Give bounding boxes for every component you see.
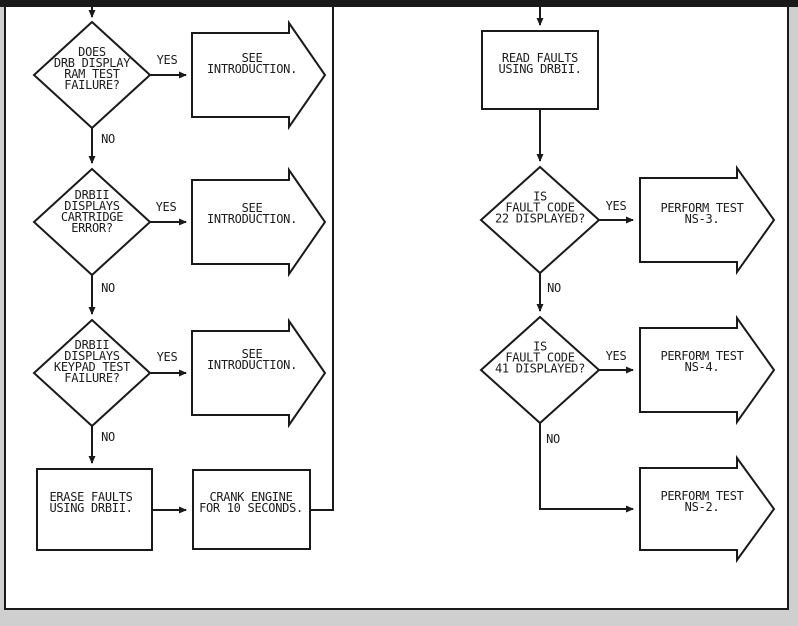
decision-code41-diamond [479, 315, 601, 425]
branch-label-yes-code22: YES [605, 199, 627, 213]
node-label-decision-cartridge: DRBII DISPLAYS CARTRIDGE ERROR? [60, 188, 124, 235]
perform-ns4-arrow [639, 314, 776, 426]
crank-engine-box [192, 469, 311, 550]
node-label-see-introduction-2: SEE INTRODUCTION. [206, 201, 298, 226]
perform-ns3-arrow [639, 164, 776, 276]
node-label-see-introduction-1: SEE INTRODUCTION. [206, 51, 298, 76]
decision-ram-diamond [32, 20, 152, 130]
node-label-decision-ram: DOES DRB DISPLAY RAM TEST FAILURE? [53, 45, 131, 92]
node-label-decision-keypad: DRBII DISPLAYS KEYPAD TEST FAILURE? [53, 338, 131, 385]
node-label-perform-ns4: PERFORM TEST NS-4. [660, 349, 744, 374]
branch-label-no-ram: NO [101, 132, 115, 146]
node-label-perform-ns3: PERFORM TEST NS-3. [660, 201, 744, 226]
connector-crank-feedback [310, 7, 334, 511]
branch-label-no-code41: NO [546, 432, 560, 446]
branch-label-yes-cartridge: YES [155, 200, 177, 214]
see-introduction-arrow-3 [191, 317, 327, 429]
decision-keypad-diamond [32, 318, 152, 428]
perform-ns2-arrow [639, 454, 776, 564]
see-introduction-arrow-2 [191, 166, 327, 278]
branch-label-yes-code41: YES [605, 349, 627, 363]
decision-code22-diamond [479, 165, 601, 275]
node-label-see-introduction-3: SEE INTRODUCTION. [206, 347, 298, 372]
see-introduction-arrow-1 [191, 19, 327, 131]
page-top-edge [0, 0, 798, 7]
branch-label-no-cartridge: NO [101, 281, 115, 295]
branch-label-yes-ram: YES [156, 53, 178, 67]
decision-cartridge-diamond [32, 167, 152, 277]
node-label-decision-fault-22: IS FAULT CODE 22 DISPLAYED? [494, 189, 586, 226]
connector-no-code41-to-ns2 [539, 423, 634, 513]
read-faults-box [481, 30, 599, 110]
node-label-crank-engine: CRANK ENGINE FOR 10 SECONDS. [199, 490, 303, 515]
node-label-erase-faults: ERASE FAULTS USING DRBII. [49, 490, 133, 515]
branch-label-no-keypad: NO [101, 430, 115, 444]
branch-label-yes-keypad: YES [156, 350, 178, 364]
node-label-decision-fault-41: IS FAULT CODE 41 DISPLAYED? [494, 339, 586, 376]
node-label-read-faults: READ FAULTS USING DRBII. [498, 51, 582, 76]
node-label-perform-ns2: PERFORM TEST NS-2. [660, 489, 744, 514]
branch-label-no-code22: NO [547, 281, 561, 295]
erase-faults-box [36, 468, 153, 551]
